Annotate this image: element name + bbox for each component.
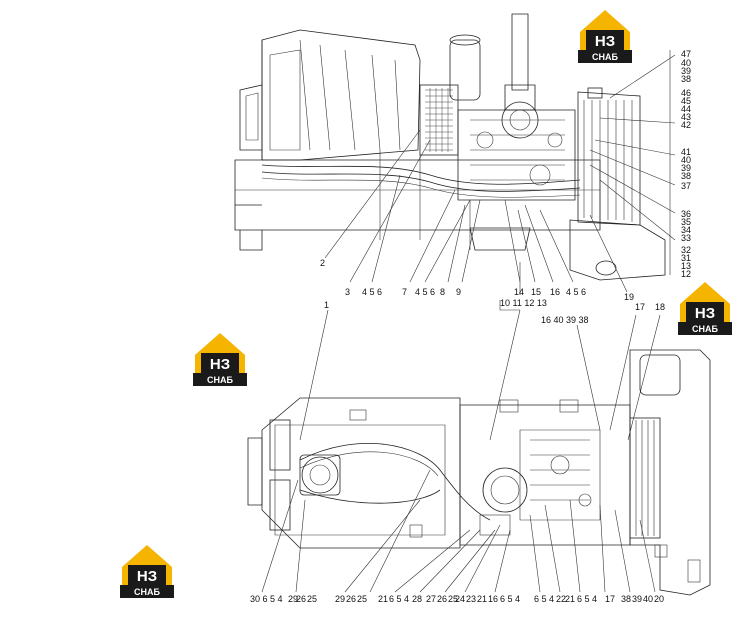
callout-label: 38 [621, 594, 631, 604]
logo-name: СНАБ [692, 324, 718, 334]
callout-label: 17 [605, 594, 615, 604]
callout-label: 25 [448, 594, 458, 604]
logo-bottom-left: НЗ СНАБ [120, 545, 174, 598]
callout-label: 1 [324, 300, 329, 310]
callout-label: 17 [635, 302, 645, 312]
callout-label: 27 [426, 594, 436, 604]
callout-label: 26 [346, 594, 356, 604]
callout-label: 23 [466, 594, 476, 604]
callout-label: 22 [556, 594, 566, 604]
callout-label: 6 5 4 [500, 594, 520, 604]
logo-mark: НЗ [210, 356, 230, 373]
callout-label: 46 [681, 88, 691, 98]
callout-label: 47 [681, 49, 691, 59]
callout-label: 31 [681, 253, 691, 263]
callout-label: 8 [440, 287, 445, 297]
callout-label: 39 [681, 66, 691, 76]
callout-label: 13 [681, 261, 691, 271]
callout-label: 9 [456, 287, 461, 297]
callout-label: 21 [565, 594, 575, 604]
callout-label: 4 5 6 [566, 287, 586, 297]
logo-mark: НЗ [137, 568, 157, 585]
callout-label: 44 [681, 104, 691, 114]
callout-label: 15 [531, 287, 541, 297]
callout-label: 29 [335, 594, 345, 604]
callout-label: 37 [681, 181, 691, 191]
callout-label: 16 [488, 594, 498, 604]
plan-view-leaders [261, 300, 661, 593]
callout-label: 29 [288, 594, 298, 604]
callout-label: 21 [477, 594, 487, 604]
logo-middle-left: НЗ СНАБ [193, 333, 247, 386]
callout-label: 10 11 12 13 [500, 298, 547, 308]
callout-label: 16 [550, 287, 560, 297]
callout-label: 19 [624, 292, 634, 302]
callout-label: 35 [681, 217, 691, 227]
callout-label: 6 5 4 [534, 594, 554, 604]
callout-label: 21 [378, 594, 388, 604]
callout-label: 36 [681, 209, 691, 219]
logo-top-right: НЗ СНАБ [578, 10, 632, 63]
callout-label: 12 [681, 269, 691, 279]
logo-name: СНАБ [134, 587, 160, 597]
logo-mark: НЗ [695, 305, 715, 322]
callout-label: 16 40 39 38 [541, 315, 589, 325]
callout-label: 30 6 5 4 [250, 594, 283, 604]
callout-label: 34 [681, 225, 691, 235]
callout-label: 40 [681, 155, 691, 165]
callout-label: 45 [681, 96, 691, 106]
side-view-leaders [324, 50, 676, 295]
callout-label: 3 [345, 287, 350, 297]
callout-label: 14 [514, 287, 524, 297]
callout-label: 39 [632, 594, 642, 604]
callout-label: 43 [681, 112, 691, 122]
logo-middle-right: НЗ СНАБ [678, 282, 732, 335]
logo-name: СНАБ [207, 375, 233, 385]
callout-label: 28 [412, 594, 422, 604]
callout-label: 38 [681, 171, 691, 181]
callout-label: 33 [681, 233, 691, 243]
callout-label: 2 [320, 258, 325, 268]
callout-label: 4 5 6 [415, 287, 435, 297]
callout-label: 26 [437, 594, 447, 604]
callout-label: 38 [681, 74, 691, 84]
callout-label: 20 [654, 594, 664, 604]
callout-label: 25 [357, 594, 367, 604]
callout-label: 7 [402, 287, 407, 297]
callout-label: 26 [296, 594, 306, 604]
plan-view-upper-labels: 1 16 40 39 38 17 18 [324, 300, 665, 325]
callout-label: 24 [455, 594, 465, 604]
callout-label: 39 [681, 163, 691, 173]
plan-view-drawing [247, 349, 711, 596]
side-view-bottom-labels: 2 3 4 5 6 7 4 5 6 8 9 14 15 16 4 5 6 19 [320, 258, 634, 302]
callout-label: 25 [307, 594, 317, 604]
callout-label: 6 5 4 [577, 594, 597, 604]
callout-label: 4 5 6 [362, 287, 382, 297]
side-view-sub-labels: 10 11 12 13 [500, 298, 547, 308]
callout-label: 6 5 4 [389, 594, 409, 604]
side-view-right-labels: 4740393846454443424140393837363534333231… [681, 49, 691, 279]
callout-label: 18 [655, 302, 665, 312]
logo-name: СНАБ [592, 52, 618, 62]
callout-label: 42 [681, 120, 691, 130]
callout-label: 40 [681, 58, 691, 68]
logo-mark: НЗ [595, 33, 615, 50]
callout-label: 41 [681, 147, 691, 157]
callout-label: 40 [643, 594, 653, 604]
callout-label: 32 [681, 245, 691, 255]
